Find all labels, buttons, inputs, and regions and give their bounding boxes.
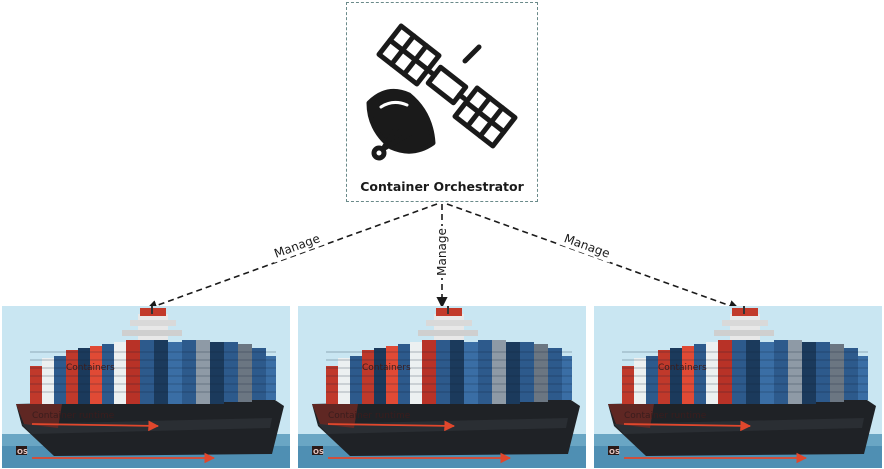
ship-1: Containers Container runtime OS [1,305,291,469]
ship-3-containers-label: Containers [658,363,707,373]
edge-label-center: Manage [435,228,449,276]
ship-2-os-label: OS [313,448,324,456]
ship-2: Containers Container runtime OS [297,305,587,469]
edge-label-left: Manage [272,231,322,260]
edge-manage-left [145,203,438,311]
ship-3-runtime-label: Container runtime [624,411,707,421]
orchestrator-label: Container Orchestrator [360,179,524,194]
ship-2-runtime-label: Container runtime [328,411,411,421]
container-orchestrator-node: Container Orchestrator [346,2,538,202]
ship-2-runtime-arrow [327,420,456,432]
edge-label-right: Manage [562,231,612,260]
ship-1-runtime-arrow [31,420,160,432]
ship-1-os-label: OS [17,448,28,456]
ship-1-runtime-label: Container runtime [32,411,115,421]
ship-3: Containers Container runtime OS [593,305,883,469]
ship-3-os-label: OS [609,448,620,456]
ship-2-containers-label: Containers [362,363,411,373]
satellite-icon [366,23,518,161]
ship-3-runtime-arrow [623,420,752,432]
ship-1-containers-label: Containers [66,363,115,373]
